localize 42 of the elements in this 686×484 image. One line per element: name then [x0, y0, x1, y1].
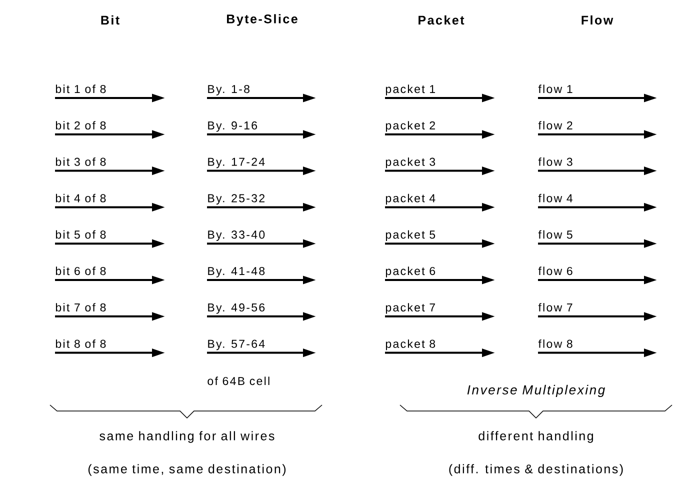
wire-label: packet 6 — [386, 266, 436, 278]
column-heading: Packet — [418, 15, 464, 25]
wire-label: bit 7 of 8 — [56, 303, 106, 312]
wire-label: By. 49-56 — [208, 303, 265, 314]
caption: (diff. times & destinations) — [449, 464, 623, 476]
caption: same handling for all wires — [100, 431, 274, 443]
wire-label: flow 5 — [538, 230, 572, 239]
wire-label: packet 1 — [386, 84, 435, 96]
wire-label: By. 1-8 — [208, 84, 250, 96]
wire-label: flow 3 — [538, 157, 572, 166]
wire-label: flow 7 — [538, 303, 572, 312]
wire-label: bit 4 of 8 — [56, 194, 106, 202]
wire-label: flow 1 — [538, 84, 572, 94]
note: of 64B cell — [208, 376, 270, 386]
wire-label: By. 9-16 — [208, 121, 258, 132]
wire-label: bit 2 of 8 — [56, 121, 106, 130]
wire-label: packet 7 — [386, 303, 435, 314]
column-heading: Byte-Slice — [227, 14, 298, 26]
wire-label: packet 3 — [386, 157, 436, 168]
wire-label: packet 4 — [386, 194, 436, 205]
wire-label: bit 6 of 8 — [56, 266, 106, 276]
column-heading: Bit — [101, 15, 120, 25]
wire-label: flow 8 — [538, 339, 572, 348]
caption: Inverse Multiplexing — [467, 384, 605, 398]
wire-label: packet 2 — [386, 121, 435, 132]
wire-label: By. 17-24 — [208, 158, 265, 168]
wire-label: By. 41-48 — [208, 266, 265, 278]
caption: (same time, same destination) — [88, 464, 286, 476]
column-heading: Flow — [582, 15, 614, 25]
wire-label: By. 25-32 — [208, 194, 264, 205]
caption: different handling — [478, 431, 593, 443]
wire-label: bit 5 of 8 — [56, 230, 106, 239]
wire-label: bit 1 of 8 — [56, 84, 106, 94]
wire-label: bit 3 of 8 — [56, 157, 106, 166]
wire-label: flow 2 — [538, 121, 572, 130]
wire-label: By. 57-64 — [208, 340, 265, 350]
wire-label: bit 8 of 8 — [56, 339, 106, 348]
wire-label: By. 33-40 — [208, 230, 265, 241]
wire-label: flow 6 — [538, 266, 572, 276]
wire-label: packet 5 — [386, 230, 436, 241]
wire-label: packet 8 — [386, 339, 436, 350]
wire-label: flow 4 — [538, 194, 572, 202]
